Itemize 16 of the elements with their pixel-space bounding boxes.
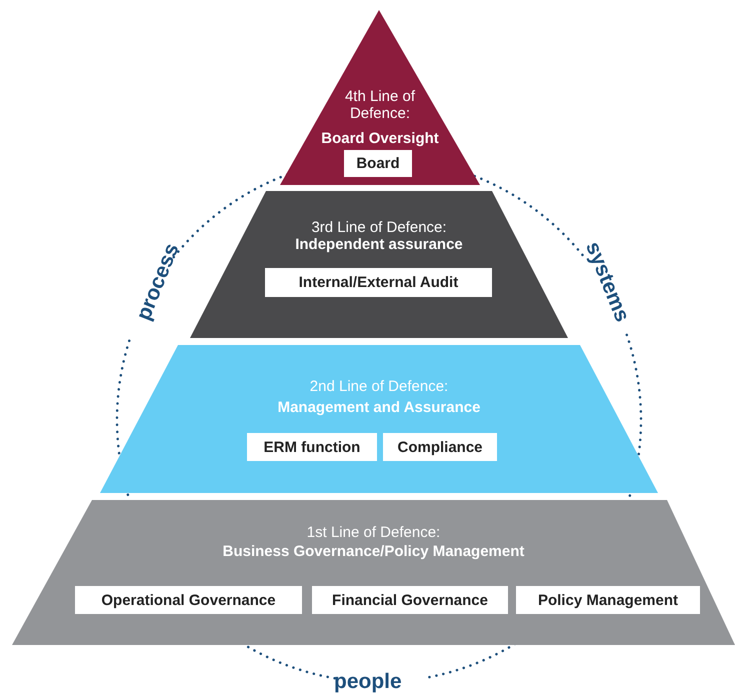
- tier-heading: 3rd Line of Defence:: [310, 219, 448, 236]
- function-tag: Operational Governance: [75, 586, 302, 614]
- function-tag: Compliance: [383, 433, 497, 461]
- tier-heading: 1st Line of Defence:: [306, 524, 442, 541]
- tier-title: Business Governance/Policy Management: [222, 543, 526, 560]
- tier-title: Independent assurance: [294, 236, 464, 253]
- function-tag: Internal/External Audit: [265, 268, 492, 297]
- ring-label: people: [334, 670, 402, 694]
- function-tag: Financial Governance: [312, 586, 508, 614]
- function-tag: Board: [344, 150, 412, 177]
- tier-heading: 2nd Line of Defence:: [308, 378, 450, 395]
- function-tag: Policy Management: [516, 586, 700, 614]
- tier-heading: 4th Line of Defence:: [344, 88, 416, 122]
- function-tag: ERM function: [247, 433, 377, 461]
- tier-title: Board Oversight: [320, 130, 440, 147]
- tier-title: Management and Assurance: [276, 399, 482, 416]
